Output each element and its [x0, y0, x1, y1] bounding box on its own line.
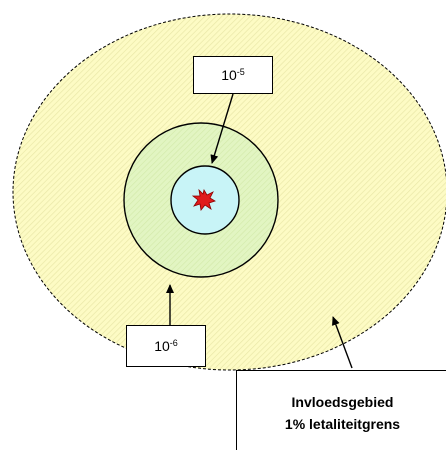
label-risk-1e-5: 10-5 — [193, 56, 273, 94]
risk-1e-5-exponent: -5 — [236, 67, 245, 77]
arrow-influence — [332, 316, 353, 369]
risk-1e-5-base: 10 — [221, 67, 237, 83]
influence-line-2: 1% letaliteitgrens — [284, 415, 401, 432]
arrow-1e-5 — [210, 93, 234, 164]
influence-line-1: Invloedsgebied — [291, 393, 394, 410]
risk-1e-6-base: 10 — [154, 338, 170, 354]
risk-1e-6-exponent: -6 — [169, 338, 178, 348]
explosion-icon — [191, 188, 216, 211]
label-risk-1e-6: 10-6 — [126, 325, 206, 367]
label-influence-area: Invloedsgebied 1% letaliteitgrens — [236, 370, 446, 450]
